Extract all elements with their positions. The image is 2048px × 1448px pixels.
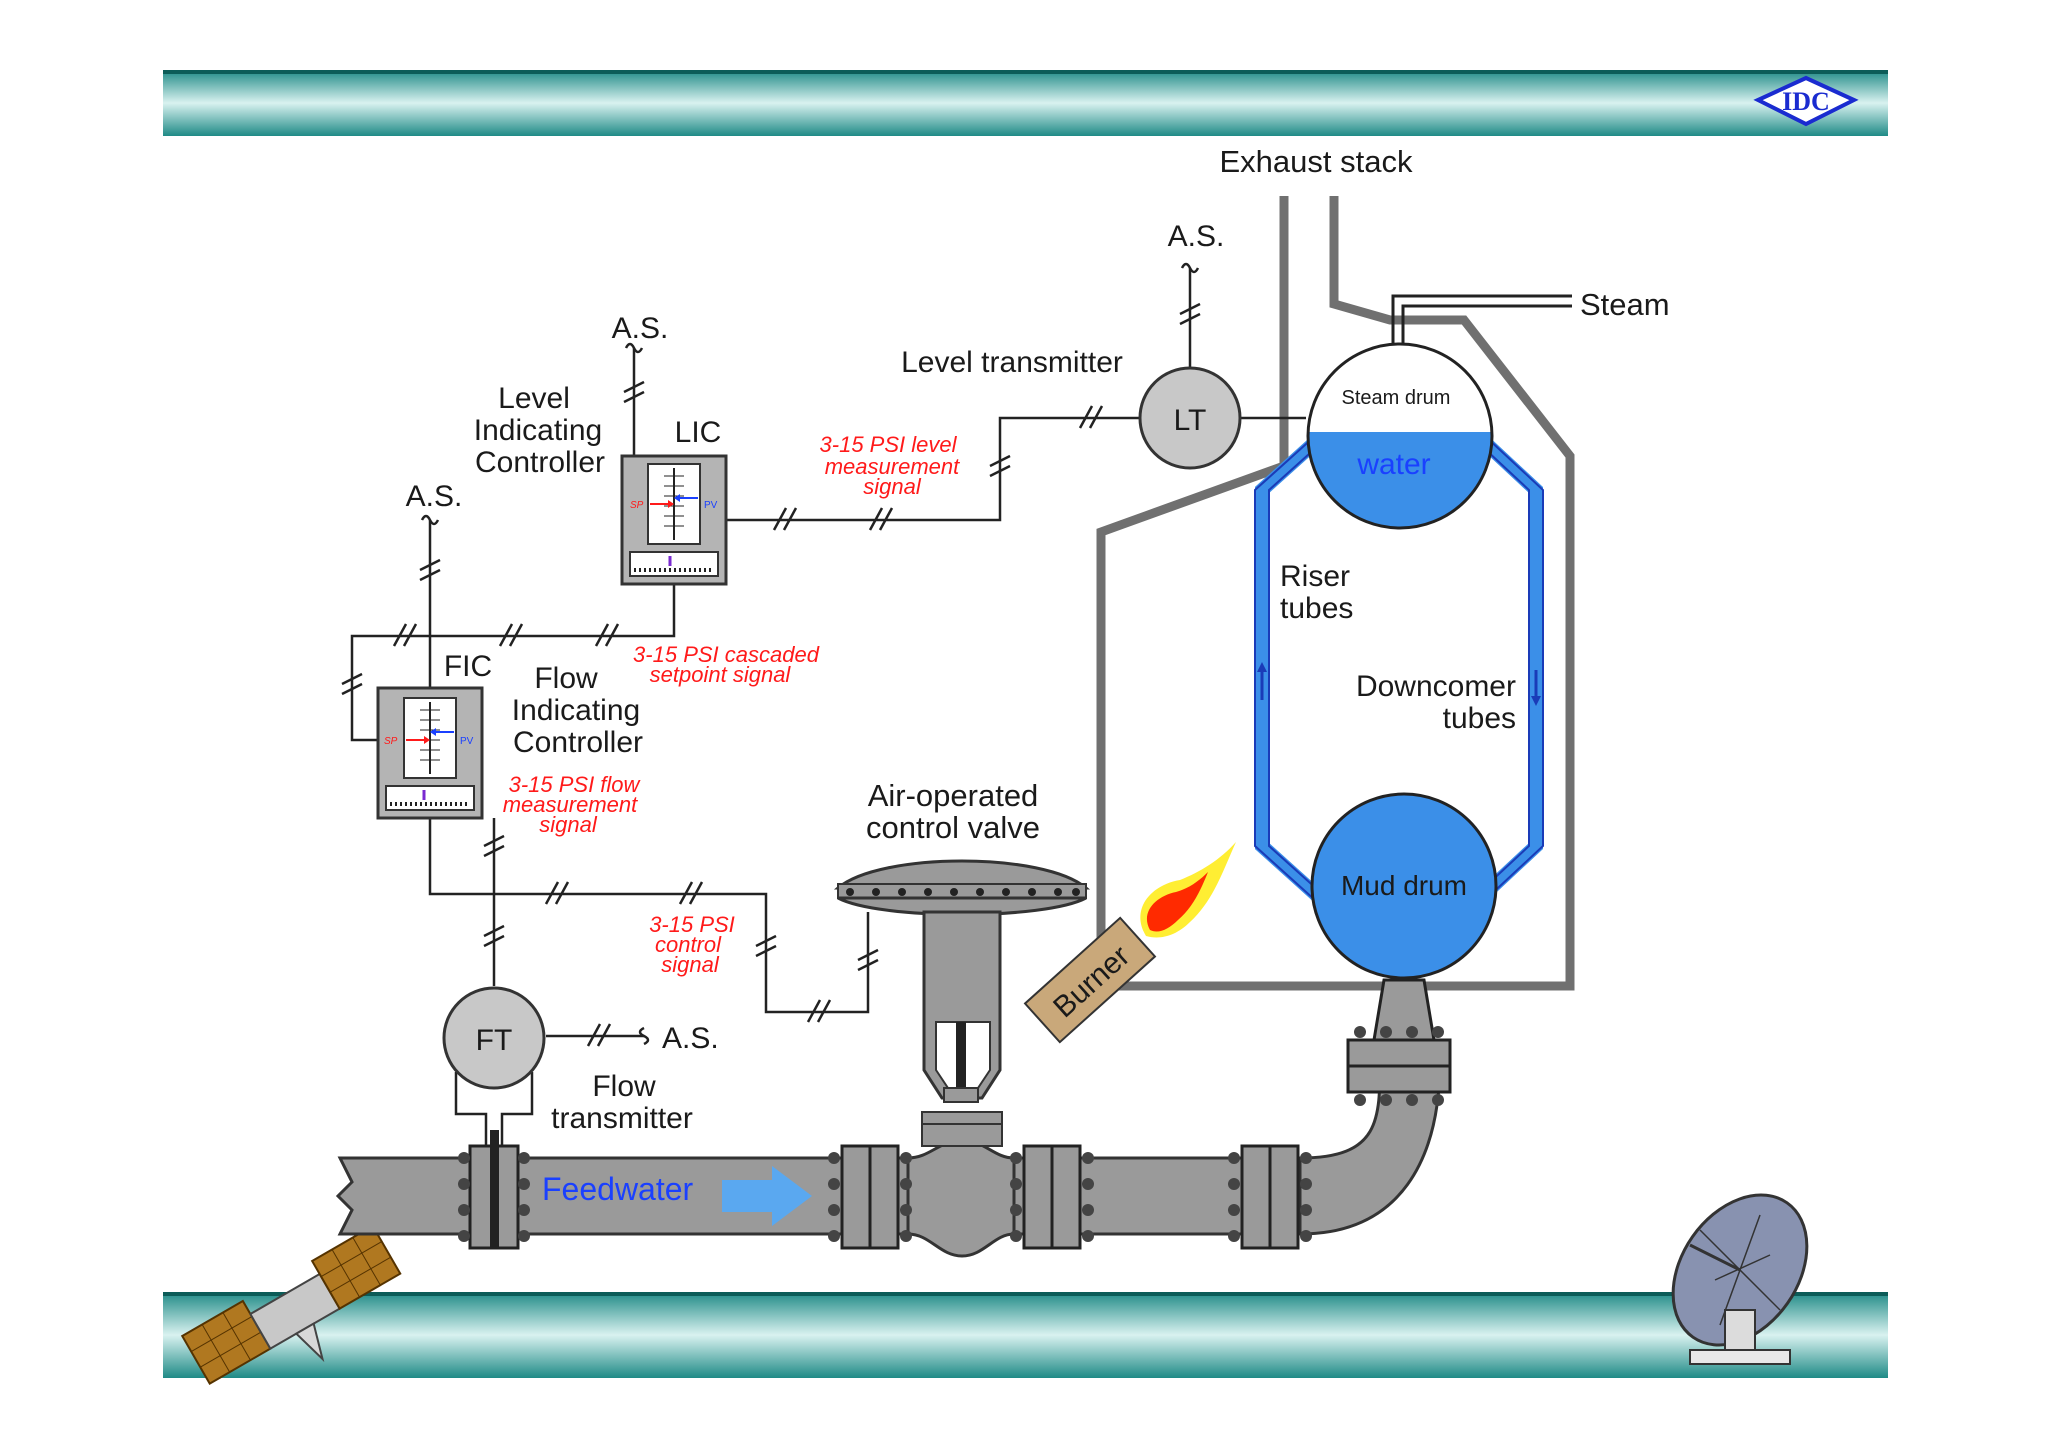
level-signal-label-2: measurement <box>825 454 960 479</box>
riser-label-2: tubes <box>1280 592 1353 625</box>
cascade-signal-label-1: 3-15 PSI cascaded <box>633 642 820 667</box>
idc-logo: IDC <box>1753 75 1859 127</box>
control-signal-label-3: signal <box>661 952 720 977</box>
water-label: water <box>1356 448 1430 481</box>
level-signal-label-3: signal <box>863 474 922 499</box>
air-supply-symbols <box>420 262 1200 1046</box>
flow-signal-label-1: 3-15 PSI flow <box>509 772 642 797</box>
valve-label-1: Air-operated <box>868 778 1039 813</box>
lic-pv-tag: PV <box>704 500 718 511</box>
steam-line <box>1391 294 1572 345</box>
burner: Burner <box>1023 916 1157 1044</box>
valve-outlet-flange <box>1010 1144 1094 1250</box>
cascade-signal-label-2: setpoint signal <box>650 662 792 687</box>
flow-transmitter: FT <box>442 986 546 1090</box>
ft-tag: FT <box>476 1024 513 1057</box>
lic-sp-tag: SP <box>630 500 644 511</box>
control-signal-label-1: 3-15 PSI <box>649 912 735 937</box>
level-indicating-controller: SP PV <box>620 454 728 586</box>
furnace-wall <box>1096 196 1575 991</box>
signal-lines <box>350 268 1306 1146</box>
lic-name-3: Controller <box>475 446 605 479</box>
flow-indicating-controller: SP PV <box>376 686 484 820</box>
downcomer-label-2: tubes <box>1443 702 1516 735</box>
orifice-flange <box>458 1130 530 1250</box>
fic-pv-tag: PV <box>460 736 474 747</box>
level-transmitter: LT <box>1138 366 1242 470</box>
flow-signal-label-2: measurement <box>503 792 638 817</box>
valve-label-2: control valve <box>866 810 1040 845</box>
header-band <box>163 70 1888 136</box>
flow-transmitter-label-2: transmitter <box>551 1102 693 1135</box>
downcomer-label-1: Downcomer <box>1356 670 1516 703</box>
feedwater-label: Feedwater <box>542 1171 694 1207</box>
flow-signal-label-3: signal <box>539 812 598 837</box>
riser-label-1: Riser <box>1280 560 1350 593</box>
idc-logo-text: IDC <box>1782 87 1830 116</box>
pneumatic-hash-marks <box>341 302 1201 1047</box>
flow-arrow-icon <box>722 1166 812 1226</box>
mud-drum-flange <box>1346 978 1452 1106</box>
elbow-flange <box>1228 1144 1312 1250</box>
steam-drum-label: Steam drum <box>1342 387 1451 409</box>
satellite-icon <box>180 1224 402 1386</box>
exhaust-stack-label: Exhaust stack <box>1220 144 1413 179</box>
level-transmitter-label: Level transmitter <box>901 346 1123 379</box>
lic-name-1: Level <box>498 382 570 415</box>
flow-transmitter-label-1: Flow <box>592 1070 656 1103</box>
footer-band <box>163 1292 1888 1378</box>
steam-label: Steam <box>1580 287 1670 322</box>
air-supply-label-lic: A.S. <box>612 312 669 345</box>
mud-drum <box>1310 792 1498 980</box>
valve-inlet-flange <box>828 1144 912 1250</box>
control-signal-label-2: control <box>655 932 722 957</box>
flame-icon <box>1140 842 1236 938</box>
air-supply-label-fic: A.S. <box>406 480 463 513</box>
air-operated-control-valve <box>833 859 1091 1147</box>
air-supply-label-lt: A.S. <box>1168 220 1225 253</box>
lic-tag: LIC <box>675 416 722 449</box>
lic-name-2: Indicating <box>474 414 602 447</box>
satellite-dish-icon <box>1671 1193 1809 1365</box>
level-signal-label-1: 3-15 PSI level <box>820 432 958 457</box>
air-supply-label-ft: A.S. <box>662 1022 719 1055</box>
mud-drum-label: Mud drum <box>1341 870 1467 901</box>
fic-name-2: Indicating <box>512 694 640 727</box>
fic-name-3: Controller <box>513 726 643 759</box>
fic-name-1: Flow <box>534 662 598 695</box>
fic-tag: FIC <box>444 650 492 683</box>
fic-sp-tag: SP <box>384 736 398 747</box>
lt-tag: LT <box>1174 404 1207 437</box>
